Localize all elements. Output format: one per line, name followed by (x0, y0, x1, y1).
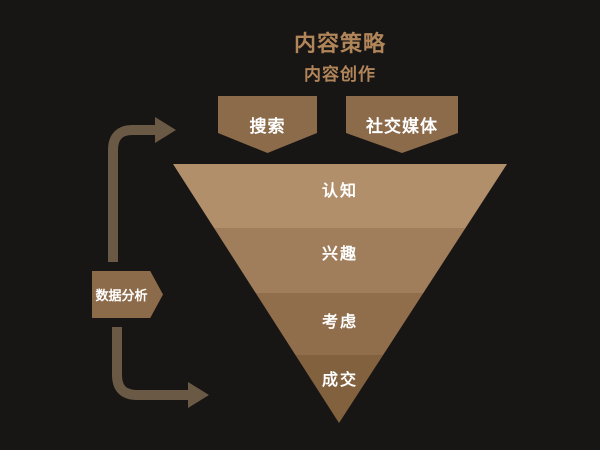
funnel-shape (173, 164, 507, 423)
funnel-band-awareness (173, 164, 507, 228)
channel-label-search: 搜索 (249, 117, 286, 137)
funnel-label-interest: 兴趣 (321, 244, 358, 263)
channel-banner-search: 搜索 (218, 96, 317, 153)
feedback-label-shape: 数据分析 (92, 271, 163, 318)
funnel-label-consideration: 考虑 (321, 312, 358, 331)
funnel-label-conversion: 成交 (321, 370, 358, 389)
funnel-label-awareness: 认知 (321, 181, 358, 200)
diagram-title: 内容策略 (293, 32, 386, 57)
channel-label-social-media: 社交媒体 (366, 117, 438, 137)
feedback-label: 数据分析 (95, 289, 148, 304)
diagram-subtitle: 内容创作 (304, 65, 376, 85)
channel-banner-social-media: 社交媒体 (346, 96, 458, 153)
feedback-arrow-up-shaft (108, 125, 155, 262)
feedback-arrow-up-head-icon (155, 117, 176, 143)
